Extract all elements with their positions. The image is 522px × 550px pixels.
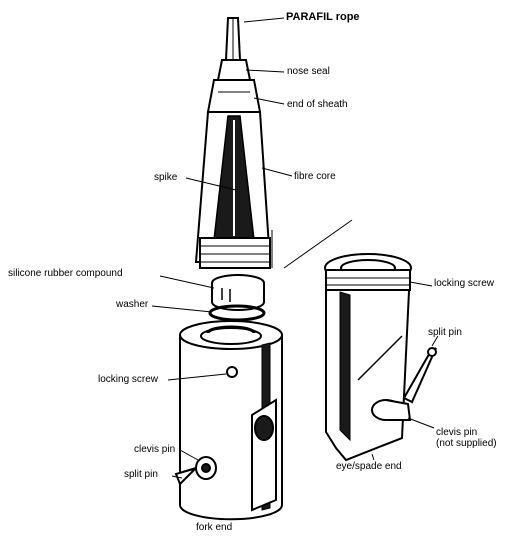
sheath-collar [206, 79, 262, 113]
label-eye-spade-end: eye/spade end [336, 461, 402, 472]
label-clevis-pin-right: clevis pin [436, 427, 478, 438]
label-split-pin-right: split pin [428, 327, 462, 338]
label-spike: spike [154, 172, 178, 183]
eye-spade-end-fitting [271, 219, 437, 462]
locking-screw-hole [226, 366, 238, 378]
sheath-thread-band [199, 237, 271, 269]
label-washer: washer [116, 299, 149, 310]
nose-seal-part [216, 59, 252, 81]
label-nose-seal: nose seal [287, 66, 330, 77]
compound-and-washer [208, 274, 266, 322]
label-clevis-pin-right-note: (not supplied) [436, 438, 497, 449]
label-locking-screw-right: locking screw [434, 278, 495, 289]
washer-ring [208, 304, 266, 322]
label-clevis-pin-left: clevis pin [134, 444, 176, 455]
label-end-of-sheath: end of sheath [287, 99, 348, 110]
label-parafil-rope: PARAFIL rope [286, 11, 360, 23]
label-locking-screw-left: locking screw [98, 374, 159, 385]
fork-end-fitting [174, 320, 283, 521]
label-fibre-core: fibre core [294, 171, 336, 182]
rope-assembly [194, 17, 272, 269]
label-fork-end: fork end [196, 522, 233, 533]
label-silicone-rubber-compound: silicone rubber compound [8, 268, 123, 279]
leader-lines [151, 17, 439, 479]
label-split-pin-left: split pin [124, 469, 158, 480]
